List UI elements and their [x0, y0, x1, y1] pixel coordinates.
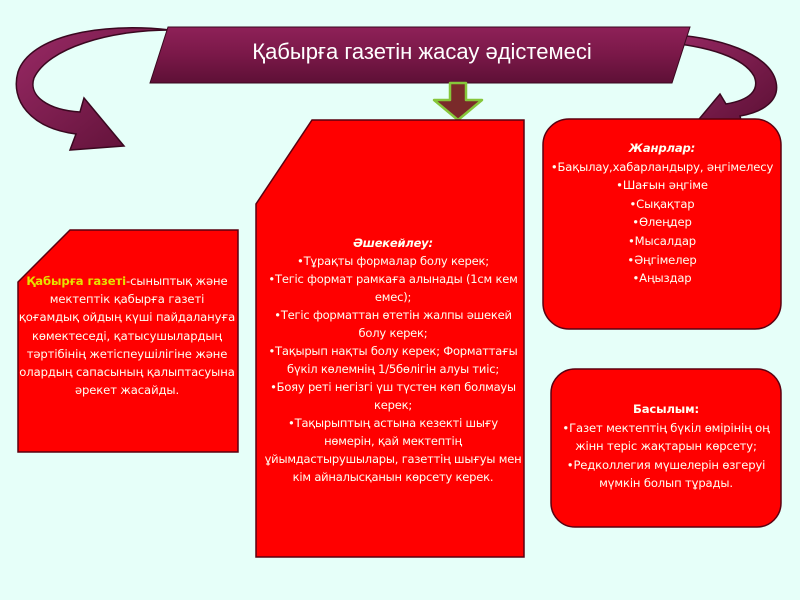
down-arrow	[432, 81, 484, 122]
center-item-2: •Тегіс формат рамкаға алынады (1см кем е…	[268, 272, 518, 304]
genres-item-2: •Шағын әңгіме	[616, 178, 708, 193]
genres-box-shape	[542, 118, 782, 330]
print-box-shape	[550, 368, 782, 528]
genres-item-4: •Өлеңдер	[632, 215, 692, 230]
genres-item-3: •Сықақтар	[629, 196, 695, 211]
left-box-text: Қабырға газеті-сыныптық және мектептік қ…	[18, 272, 236, 399]
genres-item-7: •Аңыздар	[632, 271, 692, 286]
genres-item-6: •Әңгімелер	[627, 252, 697, 267]
left-box-lead: Қабырға газеті	[26, 274, 127, 288]
genres-box-text: Жанрлар: •Бақылау,хабарландыру, әңгімеле…	[544, 139, 780, 288]
genres-box-title: Жанрлар:	[628, 141, 696, 155]
center-item-3: •Тегіс форматтан өтетін жалпы әшекей бол…	[274, 308, 512, 340]
center-box-title: Әшекейлеу:	[353, 236, 433, 250]
center-item-1: •Тұрақты формалар болу керек;	[297, 254, 489, 268]
print-item-1: •Газет мектептің бүкіл өмірінің оң жінн …	[562, 420, 770, 454]
genres-item-5: •Мысалдар	[627, 233, 696, 248]
print-box-text: Басылым: •Газет мектептің бүкіл өмірінің…	[550, 400, 782, 493]
left-box-body: -сыныптық және мектептік қабырға газеті …	[18, 274, 236, 398]
center-item-5: •Бояу реті негізгі үш түстен көп болмауы…	[270, 380, 516, 412]
print-item-2: •Редколлегия мүшелерін өзгеруі мүмкін бо…	[566, 457, 766, 491]
left-curved-arrow	[15, 27, 171, 151]
genres-item-1: •Бақылау,хабарландыру, әңгімелесу	[550, 159, 774, 174]
center-box-text: Әшекейлеу: •Тұрақты формалар болу керек;…	[262, 234, 524, 486]
center-item-6: •Тақырыптың астына кезекті шығу нөмерін,…	[264, 416, 522, 484]
left-box-shape	[17, 229, 239, 453]
center-box-shape	[255, 119, 525, 558]
print-box-title: Басылым:	[633, 402, 699, 416]
center-item-4: •Тақырып нақты болу керек; Форматтағы бү…	[268, 344, 518, 376]
title-banner-shape	[149, 26, 691, 84]
page-title: Қабырға газетін жасау әдістемесі	[252, 39, 592, 64]
